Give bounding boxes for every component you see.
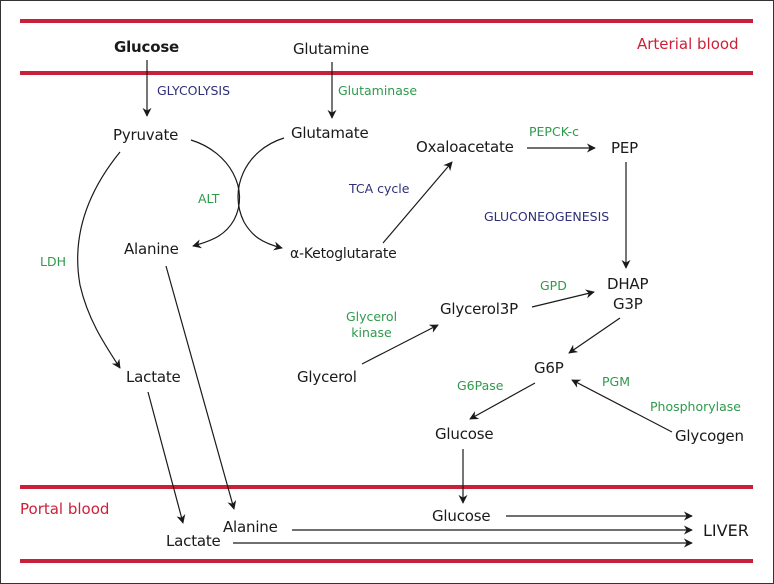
metabolite-glucose-liver: Glucose xyxy=(435,425,494,443)
metabolite-pyruvate: Pyruvate xyxy=(113,126,179,144)
arrow-akg-oxaloacetate xyxy=(382,161,453,244)
arrow-glycerol3p-dhap xyxy=(531,289,595,308)
metabolite-g6p: G6P xyxy=(534,359,564,377)
pathway-gluconeogenesis: GLUCONEOGENESIS xyxy=(484,209,610,224)
enzyme-phosphorylase: Phosphorylase xyxy=(650,399,741,414)
metabolite-alpha-ketoglutarate: α-Ketoglutarate xyxy=(290,246,397,262)
arrow-g6p-glucose xyxy=(469,382,536,420)
enzyme-pgm: PGM xyxy=(602,374,631,389)
enzyme-gpd: GPD xyxy=(540,278,567,293)
enzyme-alt: ALT xyxy=(198,191,220,206)
arrow-pyruvate-lactate xyxy=(77,151,121,369)
metabolite-alanine-portal: Alanine xyxy=(223,518,278,536)
arrow-g3p-g6p xyxy=(568,317,621,354)
enzyme-glycerol-kinase-line2: kinase xyxy=(351,324,392,340)
arrow-glycerol-glycerol3p xyxy=(361,324,439,365)
arrow-alanine-portal xyxy=(165,265,237,510)
portal-blood-label: Portal blood xyxy=(20,500,110,518)
enzyme-g6pase: G6Pase xyxy=(457,378,504,393)
enzyme-glutaminase: Glutaminase xyxy=(338,83,418,98)
metabolite-glutamate: Glutamate xyxy=(291,124,369,142)
metabolite-pep: PEP xyxy=(611,139,638,157)
metabolite-dhap: DHAP xyxy=(607,275,649,293)
liver-label: LIVER xyxy=(703,521,749,540)
metabolite-glucose-portal: Glucose xyxy=(432,507,491,525)
metabolite-oxaloacetate: Oxaloacetate xyxy=(416,138,514,156)
metabolite-glycerol: Glycerol xyxy=(297,368,357,386)
metabolite-glucose-arterial: Glucose xyxy=(114,38,180,56)
metabolite-alanine: Alanine xyxy=(124,240,179,258)
arterial-blood-label: Arterial blood xyxy=(637,35,739,53)
metabolite-lactate: Lactate xyxy=(126,368,181,386)
enzyme-glycerol-kinase-line1: Glycerol xyxy=(345,309,398,324)
arrow-pyruvate-alanine xyxy=(190,139,241,249)
pathway-tca-cycle: TCA cycle xyxy=(349,181,410,196)
metabolite-g3p: G3P xyxy=(613,295,643,313)
arrow-glycogen-g6p xyxy=(571,379,673,433)
metabolite-glutamine: Glutamine xyxy=(293,40,370,58)
metabolite-glycogen: Glycogen xyxy=(675,427,744,445)
metabolite-lactate-portal: Lactate xyxy=(166,532,221,550)
arrow-lactate-portal xyxy=(147,391,186,524)
metabolite-glycerol3p: Glycerol3P xyxy=(440,300,518,318)
enzyme-ldh: LDH xyxy=(40,254,66,269)
enzyme-pepck: PEPCK-c xyxy=(529,124,579,139)
arrow-glutamate-akg xyxy=(237,137,285,251)
enzyme-glycerol-kinase: Glycerol kinase xyxy=(339,309,404,340)
pathway-glycolysis: GLYCOLYSIS xyxy=(157,83,231,98)
